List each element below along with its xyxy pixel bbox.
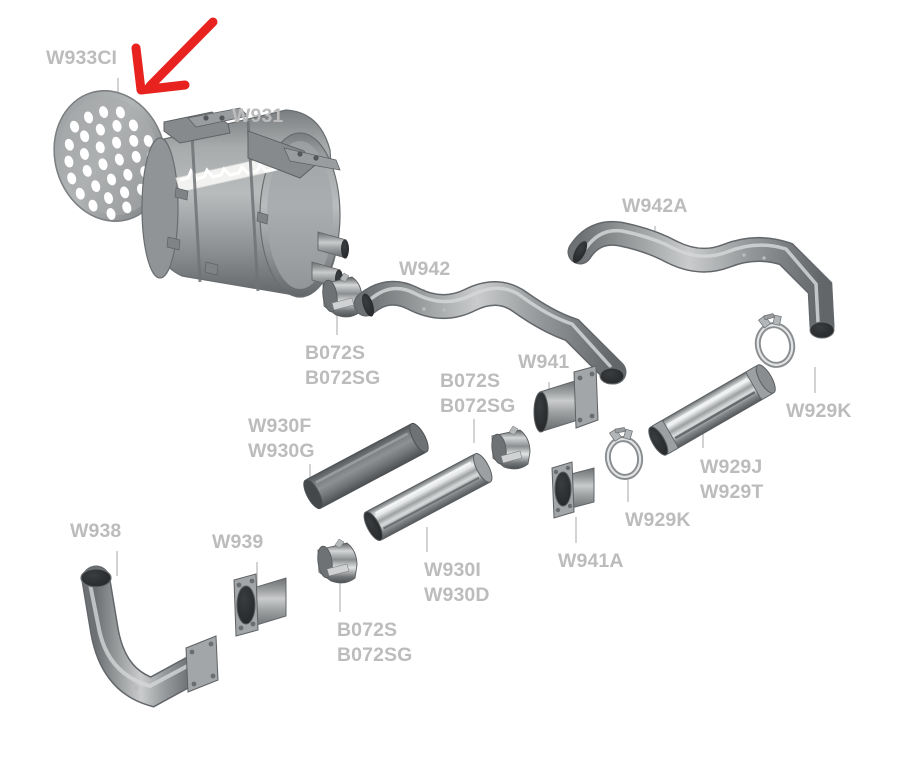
- part-label-w941: W941: [518, 351, 570, 373]
- part-label-w931: W931: [232, 105, 284, 127]
- part-label-w942a: W942A: [622, 195, 688, 217]
- part-label-b072s-lower: B072S B072SG: [337, 619, 413, 666]
- part-w938-elbow-pipe: [80, 565, 219, 708]
- part-label-w930f-w930g: W930F W930G: [248, 415, 315, 462]
- part-label-w938: W938: [70, 520, 122, 542]
- part-b072s-clamp-middle: [491, 425, 531, 470]
- part-w941a-flanged-sleeve: [551, 461, 595, 519]
- red-arrow: [131, 17, 218, 95]
- part-w930f-w930g-tube: [303, 422, 429, 510]
- part-label-w929k-mid: W929K: [625, 509, 691, 531]
- part-label-w939: W939: [212, 531, 264, 553]
- part-label-b072s-mid: B072S B072SG: [440, 370, 516, 417]
- part-label-b072s-upper: B072S B072SG: [305, 342, 381, 389]
- part-b072s-clamp-lower: [317, 538, 358, 584]
- part-label-w929j-w929t: W929J W929T: [700, 456, 764, 503]
- part-w939-flanged-sleeve: [233, 573, 287, 637]
- part-label-w930i-w930d: W930I W930D: [424, 559, 490, 606]
- part-label-w929k-right: W929K: [786, 400, 852, 422]
- part-label-w941a: W941A: [558, 550, 624, 572]
- part-w931-muffler-body: [141, 107, 349, 298]
- part-w929j-w929t-polished-tube: [648, 364, 776, 456]
- part-w942a-exhaust-pipe: [567, 220, 835, 339]
- part-w942-exhaust-pipe: [353, 280, 627, 385]
- part-w929k-v-band-clamp-right: [754, 313, 796, 368]
- part-w941-flange-adapter: [533, 365, 599, 433]
- part-label-w942: W942: [399, 258, 451, 280]
- part-w929k-v-band-clamp-middle: [604, 427, 644, 480]
- part-w930i-w930d-tube: [363, 452, 493, 542]
- part-label-w933ci: W933CI: [46, 47, 118, 69]
